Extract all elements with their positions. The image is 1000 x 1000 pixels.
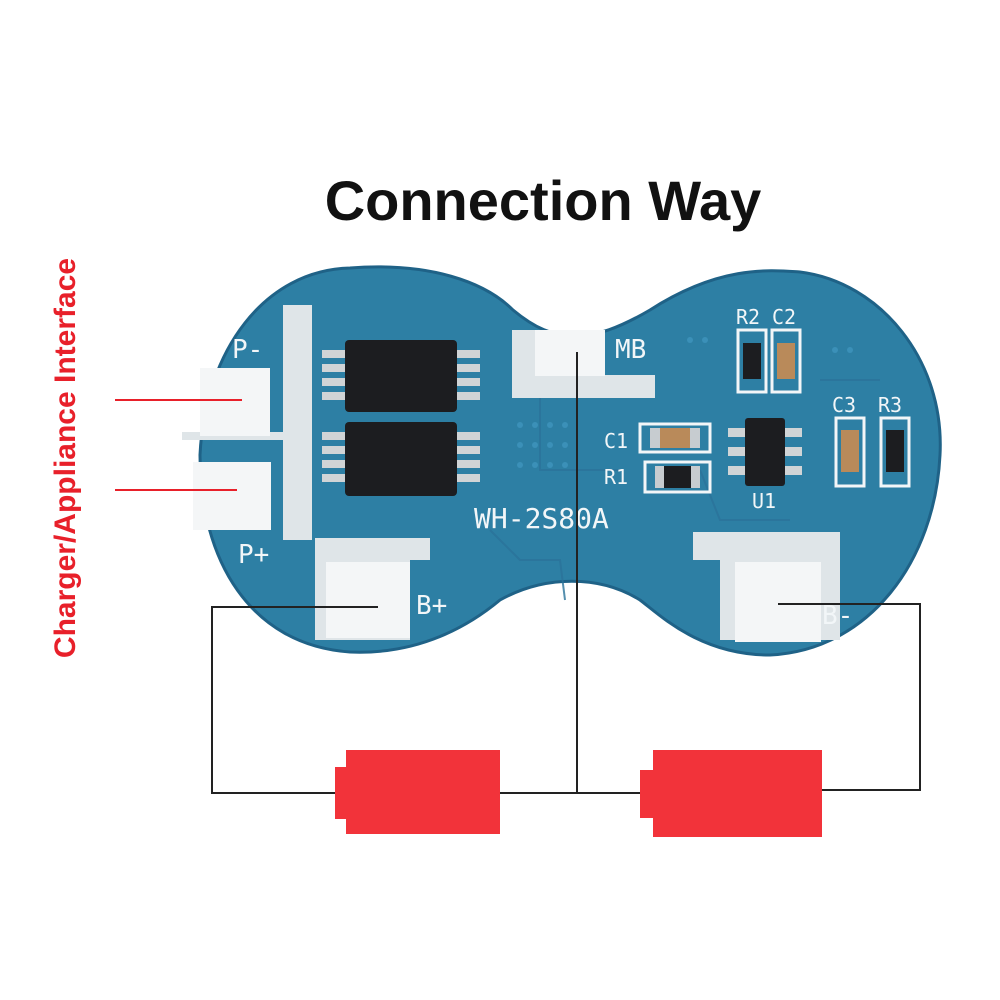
p-minus-pad[interactable]	[200, 368, 270, 436]
mb-pad[interactable]	[535, 330, 605, 376]
b-minus-pad[interactable]	[735, 562, 821, 642]
label-c2: C2	[772, 305, 796, 329]
b-plus-pad[interactable]	[326, 562, 410, 638]
pcb-traces	[489, 379, 880, 601]
label-c3: C3	[832, 393, 856, 417]
component-u1	[728, 418, 802, 486]
component-r1	[643, 460, 712, 494]
wire-b-plus	[211, 606, 378, 794]
label-p-minus: P-	[232, 335, 263, 365]
label-b-minus: B-	[822, 601, 853, 631]
component-c3	[834, 416, 866, 488]
component-r3	[879, 416, 911, 488]
mosfet-chip-bottom	[322, 422, 480, 496]
label-r2: R2	[736, 305, 760, 329]
label-p-plus: P+	[238, 540, 269, 570]
component-r2	[736, 328, 768, 394]
label-r1: R1	[604, 465, 628, 489]
via-dots	[517, 337, 853, 468]
board-model-label: WH-2S80A	[474, 502, 609, 535]
mosfet-chip-top	[322, 340, 480, 412]
label-c1: C1	[604, 429, 628, 453]
label-u1: U1	[752, 489, 776, 513]
component-c2	[770, 328, 802, 394]
battery-cell-1	[335, 750, 500, 834]
wire-b-minus	[778, 603, 921, 791]
page-title: Connection Way	[324, 169, 762, 232]
component-c1	[638, 422, 712, 454]
label-r3: R3	[878, 393, 902, 417]
label-mb: MB	[615, 335, 646, 365]
p-minus-copper	[182, 305, 312, 540]
label-b-plus: B+	[416, 591, 447, 621]
battery-cell-2	[640, 750, 822, 837]
p-plus-pad[interactable]	[193, 462, 271, 530]
